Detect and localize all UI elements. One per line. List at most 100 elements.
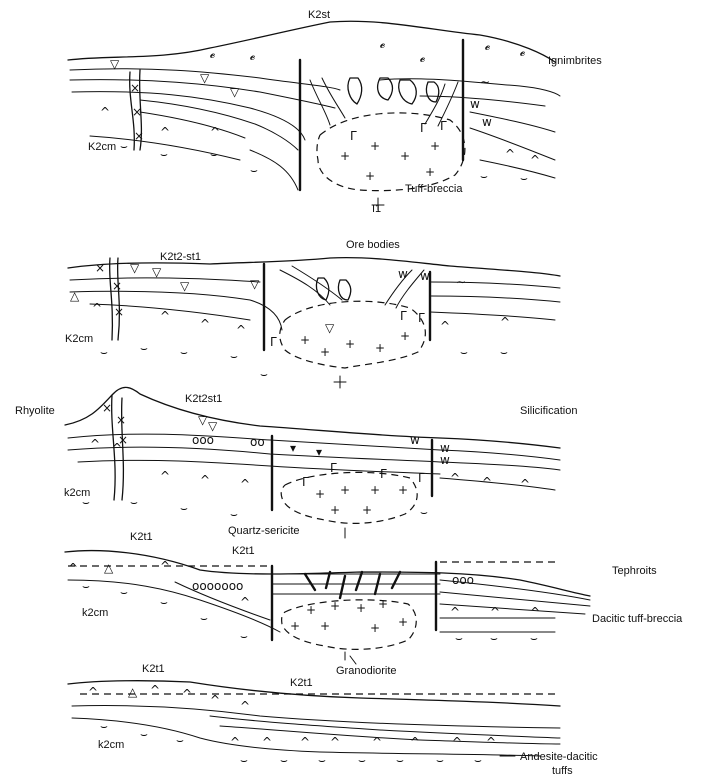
svg-text:𝓮: 𝓮 <box>210 47 215 61</box>
svg-text:⌣: ⌣ <box>260 367 268 381</box>
svg-text:ooo: ooo <box>192 433 214 447</box>
label-ore-bodies: Ore bodies <box>346 239 400 251</box>
svg-text:ᒥ: ᒥ <box>420 121 427 135</box>
label-i1: I1 <box>372 203 381 215</box>
svg-text:+: + <box>398 615 408 629</box>
label-k2t2-st1: K2t2-st1 <box>160 251 201 263</box>
svg-text:𝓮: 𝓮 <box>485 39 490 53</box>
svg-text:⌣: ⌣ <box>396 753 404 767</box>
svg-text:+: + <box>356 601 366 615</box>
svg-text:⌣: ⌣ <box>460 345 468 359</box>
svg-text:⌣: ⌣ <box>176 733 184 747</box>
label-dacitic-tuff-breccia: Dacitic tuff-breccia <box>592 613 683 625</box>
svg-text:^: ^ <box>490 605 500 619</box>
svg-text:w: w <box>410 433 420 447</box>
label-k2t1-5b: K2t1 <box>290 677 313 689</box>
svg-text:^: ^ <box>200 473 210 487</box>
svg-text:w: w <box>470 97 480 111</box>
svg-text:⌣: ⌣ <box>230 349 238 363</box>
svg-text:^: ^ <box>92 301 102 315</box>
svg-text:^: ^ <box>160 125 170 139</box>
svg-text:ᒥ: ᒥ <box>330 461 337 475</box>
svg-text:+: + <box>290 619 300 633</box>
svg-text:^: ^ <box>300 735 310 749</box>
label-k2st: K2st <box>308 9 330 21</box>
s1-symbols: ▽▽▽ 𝓮𝓮𝓮𝓮𝓮𝓮 ^^^^^ ⌣⌣⌣⌣⌣⌣ ++++++ ××× ww∼ ᒥ… <box>100 37 540 185</box>
svg-text:ᒥ: ᒥ <box>380 467 387 481</box>
label-k2cm-2: K2cm <box>65 333 93 345</box>
label-tuff-breccia: Tuff-breccia <box>405 183 463 195</box>
svg-text:⌣: ⌣ <box>200 611 208 625</box>
label-k2cm-4: k2cm <box>82 607 108 619</box>
svg-text:⌣: ⌣ <box>140 341 148 355</box>
svg-text:▽: ▽ <box>152 265 162 279</box>
svg-text:^: ^ <box>482 475 492 489</box>
svg-text:ᒥ: ᒥ <box>418 311 425 325</box>
svg-text:w: w <box>398 267 408 281</box>
svg-text:⌣: ⌣ <box>280 753 288 767</box>
svg-text:+: + <box>400 149 410 163</box>
svg-text:ooooooo: ooooooo <box>192 579 243 593</box>
svg-text:▽: ▽ <box>230 85 240 99</box>
svg-text:^: ^ <box>160 309 170 323</box>
svg-text:^: ^ <box>90 437 100 451</box>
svg-text:ᒥ: ᒥ <box>302 475 309 489</box>
svg-text:⌣: ⌣ <box>100 345 108 359</box>
svg-text:×: × <box>112 279 122 293</box>
svg-text:^: ^ <box>410 735 420 749</box>
svg-text:×: × <box>114 305 124 319</box>
svg-text:^: ^ <box>100 105 110 119</box>
svg-text:+: + <box>330 503 340 517</box>
label-k2t1-5a: K2t1 <box>142 663 165 675</box>
label-granodiorite: Granodiorite <box>336 665 397 677</box>
svg-text:^: ^ <box>505 147 515 161</box>
svg-text:w: w <box>420 269 430 283</box>
svg-text:^: ^ <box>88 685 98 699</box>
svg-text:⌣: ⌣ <box>130 495 138 509</box>
svg-text:+: + <box>320 345 330 359</box>
svg-text:ooo: ooo <box>452 573 474 587</box>
svg-text:+: + <box>365 169 375 183</box>
svg-text:▽: ▽ <box>180 279 190 293</box>
svg-text:×: × <box>95 261 105 275</box>
svg-text:^: ^ <box>262 735 272 749</box>
svg-text:⌣: ⌣ <box>530 631 538 645</box>
svg-text:+: + <box>362 503 372 517</box>
label-tephroits: Tephroits <box>612 565 657 577</box>
svg-text:^: ^ <box>240 699 250 713</box>
svg-text:△: △ <box>128 685 138 699</box>
svg-text:▽: ▽ <box>208 419 218 433</box>
svg-text:^: ^ <box>210 693 220 707</box>
label-k2t1-4b: K2t1 <box>232 545 255 557</box>
label-andesite-dacitic: Andesite-dacitic <box>520 751 598 763</box>
svg-text:⌣: ⌣ <box>160 595 168 609</box>
s4-intrusion-outline <box>282 600 417 650</box>
svg-text:⌣: ⌣ <box>240 629 248 643</box>
svg-text:▽: ▽ <box>325 321 335 335</box>
svg-text:+: + <box>375 341 385 355</box>
svg-text:^: ^ <box>500 315 510 329</box>
svg-text:×: × <box>116 413 126 427</box>
svg-text:^: ^ <box>520 477 530 491</box>
svg-text:⌣: ⌣ <box>180 345 188 359</box>
svg-text:⌣: ⌣ <box>180 501 188 515</box>
svg-text:w: w <box>482 115 492 129</box>
section-4: ^△^ oooooooooo ^^^^ ⌣⌣⌣⌣⌣ ⌣⌣⌣ ++++++++ K… <box>65 531 683 677</box>
svg-text:+: + <box>340 149 350 163</box>
svg-text:+: + <box>430 139 440 153</box>
svg-text:⌣: ⌣ <box>480 169 488 183</box>
svg-text:+: + <box>320 619 330 633</box>
svg-text:×: × <box>102 401 112 415</box>
svg-text:×: × <box>118 433 128 447</box>
svg-text:⌣: ⌣ <box>490 631 498 645</box>
svg-text:+: + <box>330 599 340 613</box>
label-ignimbrites: Ignimbrites <box>548 55 602 67</box>
svg-text:^: ^ <box>236 323 246 337</box>
svg-text:⌣: ⌣ <box>140 727 148 741</box>
svg-text:^: ^ <box>530 153 540 167</box>
svg-text:^: ^ <box>160 559 170 573</box>
svg-text:▾: ▾ <box>290 441 296 455</box>
svg-text:⌣: ⌣ <box>240 753 248 767</box>
